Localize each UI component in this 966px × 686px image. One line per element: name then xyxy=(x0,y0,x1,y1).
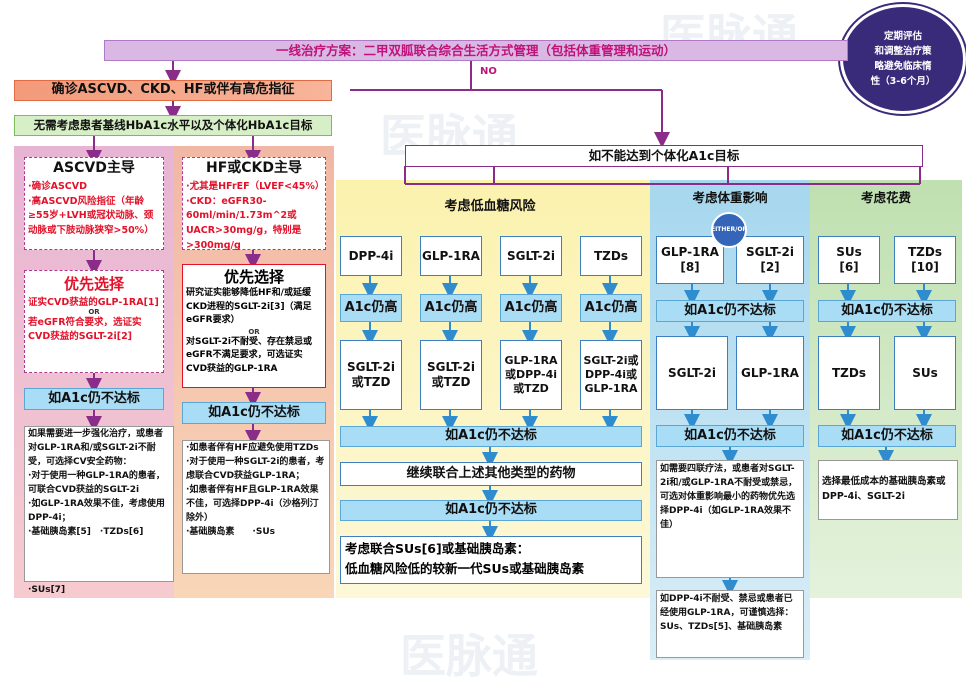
hypo-title: 考虑低血糖风险 xyxy=(444,198,536,214)
ascvd-intensify-line: 如果需要进一步强化治疗，或患者对GLP-1RA和/或SGLT-2i不耐受，可选择… xyxy=(28,429,164,467)
no-label: NO xyxy=(480,66,497,77)
final-option-line: 低血糖风险低的较新一代SUs或基础胰岛素 xyxy=(345,561,585,576)
ascvd-intensify-line: ·如GLP-1RA效果不佳，考虑使用DPP-4i； xyxy=(28,498,165,523)
weight-quad-therapy-text: 如需要四联疗法，或患者对SGLT-2i和/或GLP-1RA不耐受或禁忌，可选对体… xyxy=(656,460,804,578)
cost-add-tzds: TZDs xyxy=(818,336,880,410)
ascvd-intensify-line: ·SUs[7] xyxy=(28,585,66,595)
a1c-still-high: A1c仍高 xyxy=(580,294,642,322)
drug-sus-cost: SUs [6] xyxy=(818,236,880,284)
hfckd-title: HF或CKD主导 xyxy=(182,157,326,179)
drug-tzds-cost: TZDs [10] xyxy=(894,236,956,284)
ascvd-preferred-box: 优先选择 证实CVD获益的GLP-1RA[1] OR 若eGFR符合要求，选证实… xyxy=(24,270,164,373)
weight-uncontrolled-bar-2: 如A1c仍不达标 xyxy=(656,425,804,447)
add-on-option: SGLT-2i或TZD xyxy=(340,340,402,410)
a1c-still-high: A1c仍高 xyxy=(420,294,482,322)
hypo-uncontrolled-bar-2: 如A1c仍不达标 xyxy=(340,500,642,521)
ascvd-uncontrolled-bar: 如A1c仍不达标 xyxy=(24,388,164,410)
hfckd-intensify-line: ·对于使用一种SGLT-2i的患者，考虑联合CVD获益GLP-1RA； xyxy=(186,456,325,481)
drug-ref: [2] xyxy=(760,260,780,274)
confirm-diagnosis-box: 确诊ASCVD、CKD、HF或伴有高危指征 xyxy=(14,80,332,101)
ascvd-criterion: ·高ASCVD风险指征（年龄≥55岁+LVH或冠状动脉、颈动脉或下肢动脉狭窄>5… xyxy=(28,195,154,237)
drug-ref: [8] xyxy=(680,260,700,274)
drug-tzds: TZDs xyxy=(580,236,642,276)
add-on-option: SGLT-2i或TZD xyxy=(420,340,482,410)
cost-final-text: 选择最低成本的基础胰岛素或DPP-4i、SGLT-2i xyxy=(818,460,958,520)
drug-ref: [10] xyxy=(911,260,939,274)
hfckd-preferred-option: 研究证实能够降低HF和/或延缓CKD进程的SGLT-2i[3]（满足eGFR要求… xyxy=(186,288,312,325)
final-option-box: 考虑联合SUs[6]或基础胰岛素： 低血糖风险低的较新一代SUs或基础胰岛素 xyxy=(340,536,642,584)
weight-add-sglt2i: SGLT-2i xyxy=(656,336,728,410)
hfckd-intensify-text: ·如患者伴有HF应避免使用TZDs ·对于使用一种SGLT-2i的患者，考虑联合… xyxy=(182,440,330,574)
weight-title: 考虑体重影响 xyxy=(692,190,768,206)
a1c-still-high: A1c仍高 xyxy=(340,294,402,322)
ascvd-preferred-option: 证实CVD获益的GLP-1RA[1] xyxy=(28,297,159,308)
ascvd-criteria: ·确诊ASCVD ·高ASCVD风险指征（年龄≥55岁+LVH或冠状动脉、颈动脉… xyxy=(24,178,164,250)
hfckd-criteria: ·尤其是HFrEF（LVEF<45%） ·CKD：eGFR30-60ml/min… xyxy=(182,178,326,251)
hfckd-alternative-option: 对SGLT-2i不耐受、存在禁忌或eGFR不满足要求，可选证实CVD获益的GLP… xyxy=(186,336,313,374)
hfckd-criterion: ·CKD：eGFR30-60ml/min/1.73m^2或UACR>30mg/g… xyxy=(186,195,302,251)
ascvd-criterion: ·确诊ASCVD xyxy=(28,181,88,192)
drug-name: SUs xyxy=(836,245,862,259)
hfckd-intensify-line: ·如患者伴有HF且GLP-1RA效果不佳，可选择DPP-4i（沙格列汀除外） xyxy=(186,484,319,523)
ascvd-preferred-title: 优先选择 xyxy=(63,275,124,293)
drug-sglt2i: SGLT-2i xyxy=(500,236,562,276)
or-label: OR xyxy=(248,327,260,336)
either-or-badge: EITHER/OR xyxy=(711,212,747,248)
weight-alternative-text: 如DPP-4i不耐受、禁忌或患者已经使用GLP-1RA，可谨慎选择：SUs、TZ… xyxy=(656,590,804,658)
weight-add-glp1ra: GLP-1RA xyxy=(736,336,804,410)
weight-uncontrolled-bar: 如A1c仍不达标 xyxy=(656,300,804,322)
or-label: OR xyxy=(88,308,100,316)
first-line-therapy-bar: 一线治疗方案：二甲双胍联合综合生活方式管理（包括体重管理和运动） xyxy=(104,40,848,61)
ascvd-intensify-text: 如果需要进一步强化治疗，或患者对GLP-1RA和/或SGLT-2i不耐受，可选择… xyxy=(24,426,174,582)
reassess-badge: 定期评估 和调整治疗策 略避免临床惰 性（3-6个月） xyxy=(840,4,966,114)
continue-combination-box: 继续联合上述其他类型的药物 xyxy=(340,462,642,486)
ascvd-preferred-option: 若eGFR符合要求，选证实CVD获益的SGLT-2i[2] xyxy=(28,317,142,343)
hypo-uncontrolled-bar: 如A1c仍不达标 xyxy=(340,426,642,447)
drug-sglt2i-weight: SGLT-2i [2] xyxy=(736,236,804,284)
no-consider-hba1c-box: 无需考虑患者基线HbA1c水平以及个体化HbA1c目标 xyxy=(14,115,332,136)
badge-line: 定期评估 xyxy=(883,30,922,42)
a1c-still-high: A1c仍高 xyxy=(500,294,562,322)
hfckd-uncontrolled-bar: 如A1c仍不达标 xyxy=(182,402,326,424)
drug-name: TZDs xyxy=(908,245,942,259)
final-option-line: 考虑联合SUs[6]或基础胰岛素： xyxy=(345,541,530,556)
drug-name: GLP-1RA xyxy=(661,245,719,259)
hfckd-criterion: ·尤其是HFrEF（LVEF<45%） xyxy=(186,181,325,192)
ascvd-intensify-line: ·对于使用一种GLP-1RA的患者，可联合CVD获益的SGLT-2i xyxy=(28,470,165,495)
add-on-option: SGLT-2i或DPP-4i或GLP-1RA xyxy=(580,340,642,410)
cannot-reach-target-box: 如不能达到个体化A1c目标 xyxy=(405,145,923,167)
ascvd-title: ASCVD主导 xyxy=(24,157,164,179)
badge-line: 和调整治疗策 xyxy=(874,45,932,57)
cost-uncontrolled-bar: 如A1c仍不达标 xyxy=(818,300,956,322)
drug-glp1ra: GLP-1RA xyxy=(420,236,482,276)
drug-name: SGLT-2i xyxy=(745,245,795,259)
drug-dpp4i: DPP-4i xyxy=(340,236,402,276)
hfckd-preferred-box: 优先选择 研究证实能够降低HF和/或延缓CKD进程的SGLT-2i[3]（满足e… xyxy=(182,264,326,388)
cost-uncontrolled-bar-2: 如A1c仍不达标 xyxy=(818,425,956,447)
cost-add-sus: SUs xyxy=(894,336,956,410)
cost-title: 考虑花费 xyxy=(860,190,911,206)
add-on-option: GLP-1RA或DPP-4i或TZD xyxy=(500,340,562,410)
ascvd-intensify-line: ·基础胰岛素[5] ·TZDs[6] xyxy=(28,526,144,537)
hfckd-preferred-title: 优先选择 xyxy=(223,268,284,286)
hfckd-intensify-line: ·如患者伴有HF应避免使用TZDs xyxy=(186,443,319,453)
badge-line: 性（3-6个月） xyxy=(870,76,936,88)
badge-line: 略避免临床惰 xyxy=(874,61,932,72)
drug-ref: [6] xyxy=(839,260,859,274)
drug-glp1ra-weight: GLP-1RA [8] xyxy=(656,236,724,284)
hfckd-intensify-line: ·基础胰岛素 ·SUs xyxy=(186,526,275,537)
